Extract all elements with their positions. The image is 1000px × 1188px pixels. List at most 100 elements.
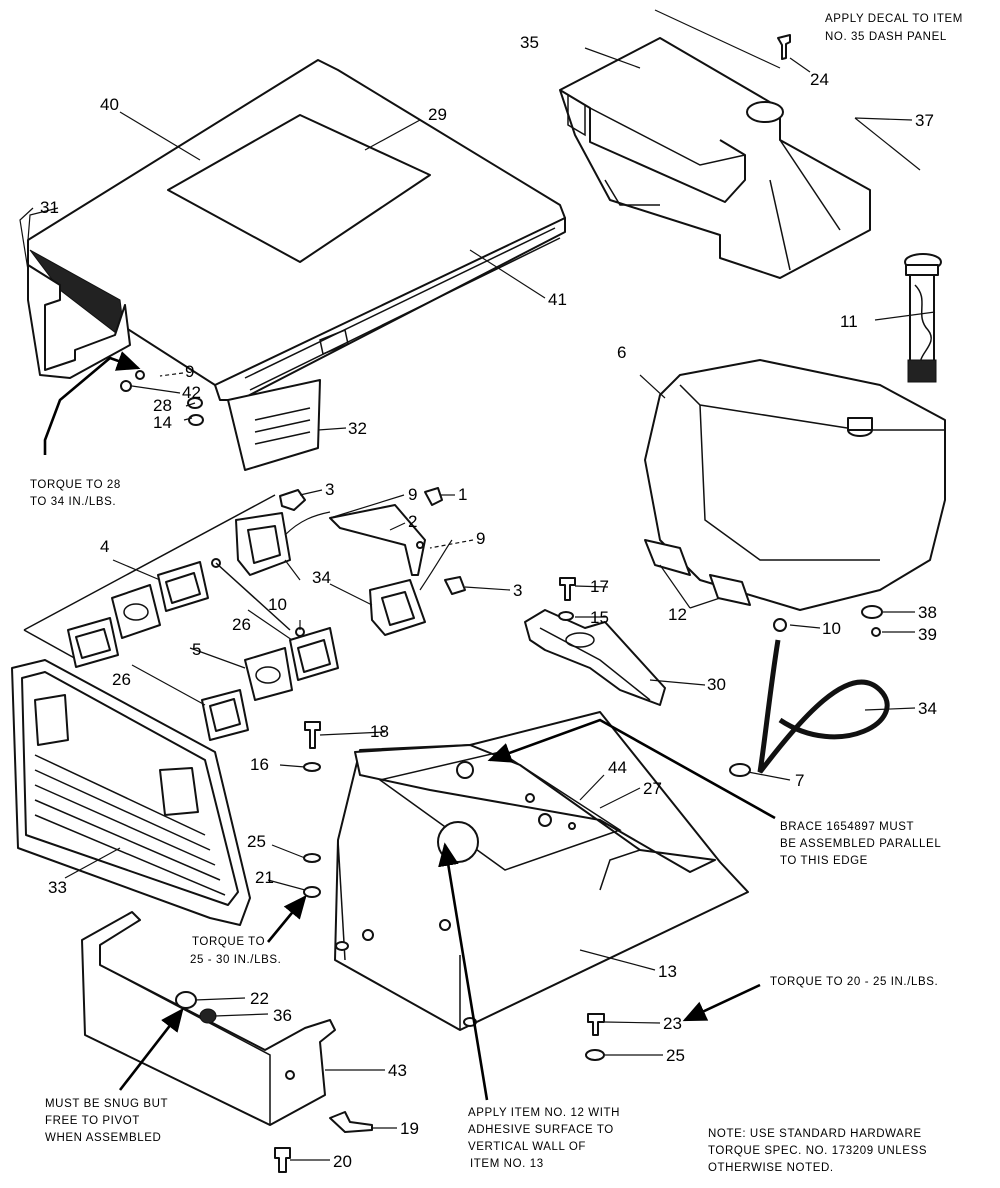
callout-26-lower: 26: [112, 670, 131, 689]
note-snug-line2: FREE TO PIVOT: [45, 1115, 140, 1127]
pad-12-a: [644, 539, 691, 576]
lens-5-upper: [111, 584, 161, 639]
callout-15: 15: [590, 608, 609, 627]
fuel-line: [729, 618, 890, 777]
grille-hardware: [303, 721, 321, 898]
note-torque-25-30-line1: TORQUE TO: [192, 936, 265, 948]
callout-42: 42: [182, 383, 201, 402]
callout-25-upper: 25: [247, 832, 266, 851]
callout-9-upper: 9: [408, 485, 417, 504]
note-brace-line3: TO THIS EDGE: [780, 855, 868, 867]
washer-25-lower: [585, 1049, 605, 1061]
grille-lamp-right: [159, 767, 199, 816]
callout-40: 40: [100, 95, 119, 114]
bracket-30-group: [524, 577, 666, 706]
callout-6: 6: [617, 343, 626, 362]
callout-5: 5: [192, 640, 201, 659]
note-brace-line2: BE ASSEMBLED PARALLEL: [780, 838, 941, 850]
callout-28: 28: [153, 396, 172, 415]
callout-27: 27: [643, 779, 662, 798]
callout-23: 23: [663, 1014, 682, 1033]
callout-20: 20: [333, 1152, 352, 1171]
callout-9-lower: 9: [476, 529, 485, 548]
hood-hardware: [120, 370, 204, 426]
callout-30: 30: [707, 675, 726, 694]
clip-1: [424, 487, 443, 506]
clamp-39: [871, 627, 881, 637]
clamp-7: [729, 763, 751, 777]
callout-39: 39: [918, 625, 937, 644]
spacer-36: [199, 1008, 217, 1024]
lens-5-lower: [244, 647, 293, 701]
note-hardware-line2: TORQUE SPEC. NO. 173209 UNLESS: [708, 1145, 927, 1157]
callout-3-bottom: 3: [513, 581, 522, 600]
grille-gaskets: [23, 494, 339, 741]
washer-42: [120, 380, 132, 392]
callout-14: 14: [153, 413, 172, 432]
bolt-18: [304, 721, 321, 749]
hose-34: [757, 639, 890, 774]
note-decal-line2: NO. 35 DASH PANEL: [825, 31, 947, 43]
callout-41: 41: [548, 290, 567, 309]
bracket-43: [81, 911, 336, 1126]
callout-17: 17: [590, 577, 609, 596]
callout-37: 37: [915, 111, 934, 130]
nut-21: [303, 886, 321, 898]
callout-9-hood: 9: [185, 362, 194, 381]
fuel-gauge: [904, 253, 942, 383]
callout-10-left: 10: [268, 595, 287, 614]
headlight-parts: [211, 487, 466, 637]
note-adhesive-line1: APPLY ITEM NO. 12 WITH: [468, 1107, 620, 1119]
instruction-arrows: [43, 351, 776, 1101]
bolt-23: [587, 1013, 605, 1036]
nut-14: [188, 414, 204, 426]
callout-11: 11: [840, 312, 858, 331]
callout-7: 7: [795, 771, 804, 790]
callout-10-right: 10: [822, 619, 841, 638]
bolt-19: [329, 1111, 373, 1133]
note-torque-28-34-line1: TORQUE TO 28: [30, 479, 121, 491]
leader-lines: [19, 9, 936, 1161]
callout-24: 24: [810, 70, 829, 89]
callout-25-lower: 25: [666, 1046, 685, 1065]
note-brace-line1: BRACE 1654897 MUST: [780, 821, 914, 833]
screw-9-upper: [135, 370, 145, 380]
dash-panel-assembly: [559, 34, 871, 279]
bolt-20: [274, 1147, 291, 1173]
callout-16: 16: [250, 755, 269, 774]
callout-32: 32: [348, 419, 367, 438]
bolt-17: [559, 577, 576, 601]
callout-34-lamp: 34: [312, 568, 331, 587]
note-snug-line1: MUST BE SNUG BUT: [45, 1098, 168, 1110]
clip-3-bottom: [444, 576, 466, 595]
hood-side-bracket: [27, 264, 131, 379]
grille-lamp-left: [34, 694, 69, 746]
callout-3-top: 3: [325, 480, 334, 499]
callout-4: 4: [100, 537, 109, 556]
callout-13: 13: [658, 962, 677, 981]
callout-12: 12: [668, 605, 687, 624]
base-pan: [334, 711, 749, 1031]
note-adhesive-line3: VERTICAL WALL OF: [468, 1141, 586, 1153]
bracket-2: [329, 504, 426, 576]
callout-29: 29: [428, 105, 447, 124]
note-hardware-line3: OTHERWISE NOTED.: [708, 1162, 834, 1174]
callout-26-upper: 26: [232, 615, 251, 634]
ignition-hole: [746, 101, 784, 123]
fuel-tank: [644, 359, 946, 637]
note-adhesive-line2: ADHESIVE SURFACE TO: [468, 1124, 614, 1136]
callout-19: 19: [400, 1119, 419, 1138]
note-decal-line1: APPLY DECAL TO ITEM: [825, 13, 963, 25]
hood-decal: [167, 114, 431, 263]
callout-33: 33: [48, 878, 67, 897]
callout-34-hose: 34: [918, 699, 937, 718]
note-torque-25-30-line2: 25 - 30 IN./LBS.: [190, 954, 281, 966]
washer-25: [303, 853, 321, 863]
callout-2: 2: [408, 512, 417, 531]
callout-35: 35: [520, 33, 539, 52]
callout-18: 18: [370, 722, 389, 741]
callout-36: 36: [273, 1006, 292, 1025]
note-adhesive-line4: ITEM NO. 13: [470, 1158, 544, 1170]
bushing-22: [175, 991, 197, 1009]
